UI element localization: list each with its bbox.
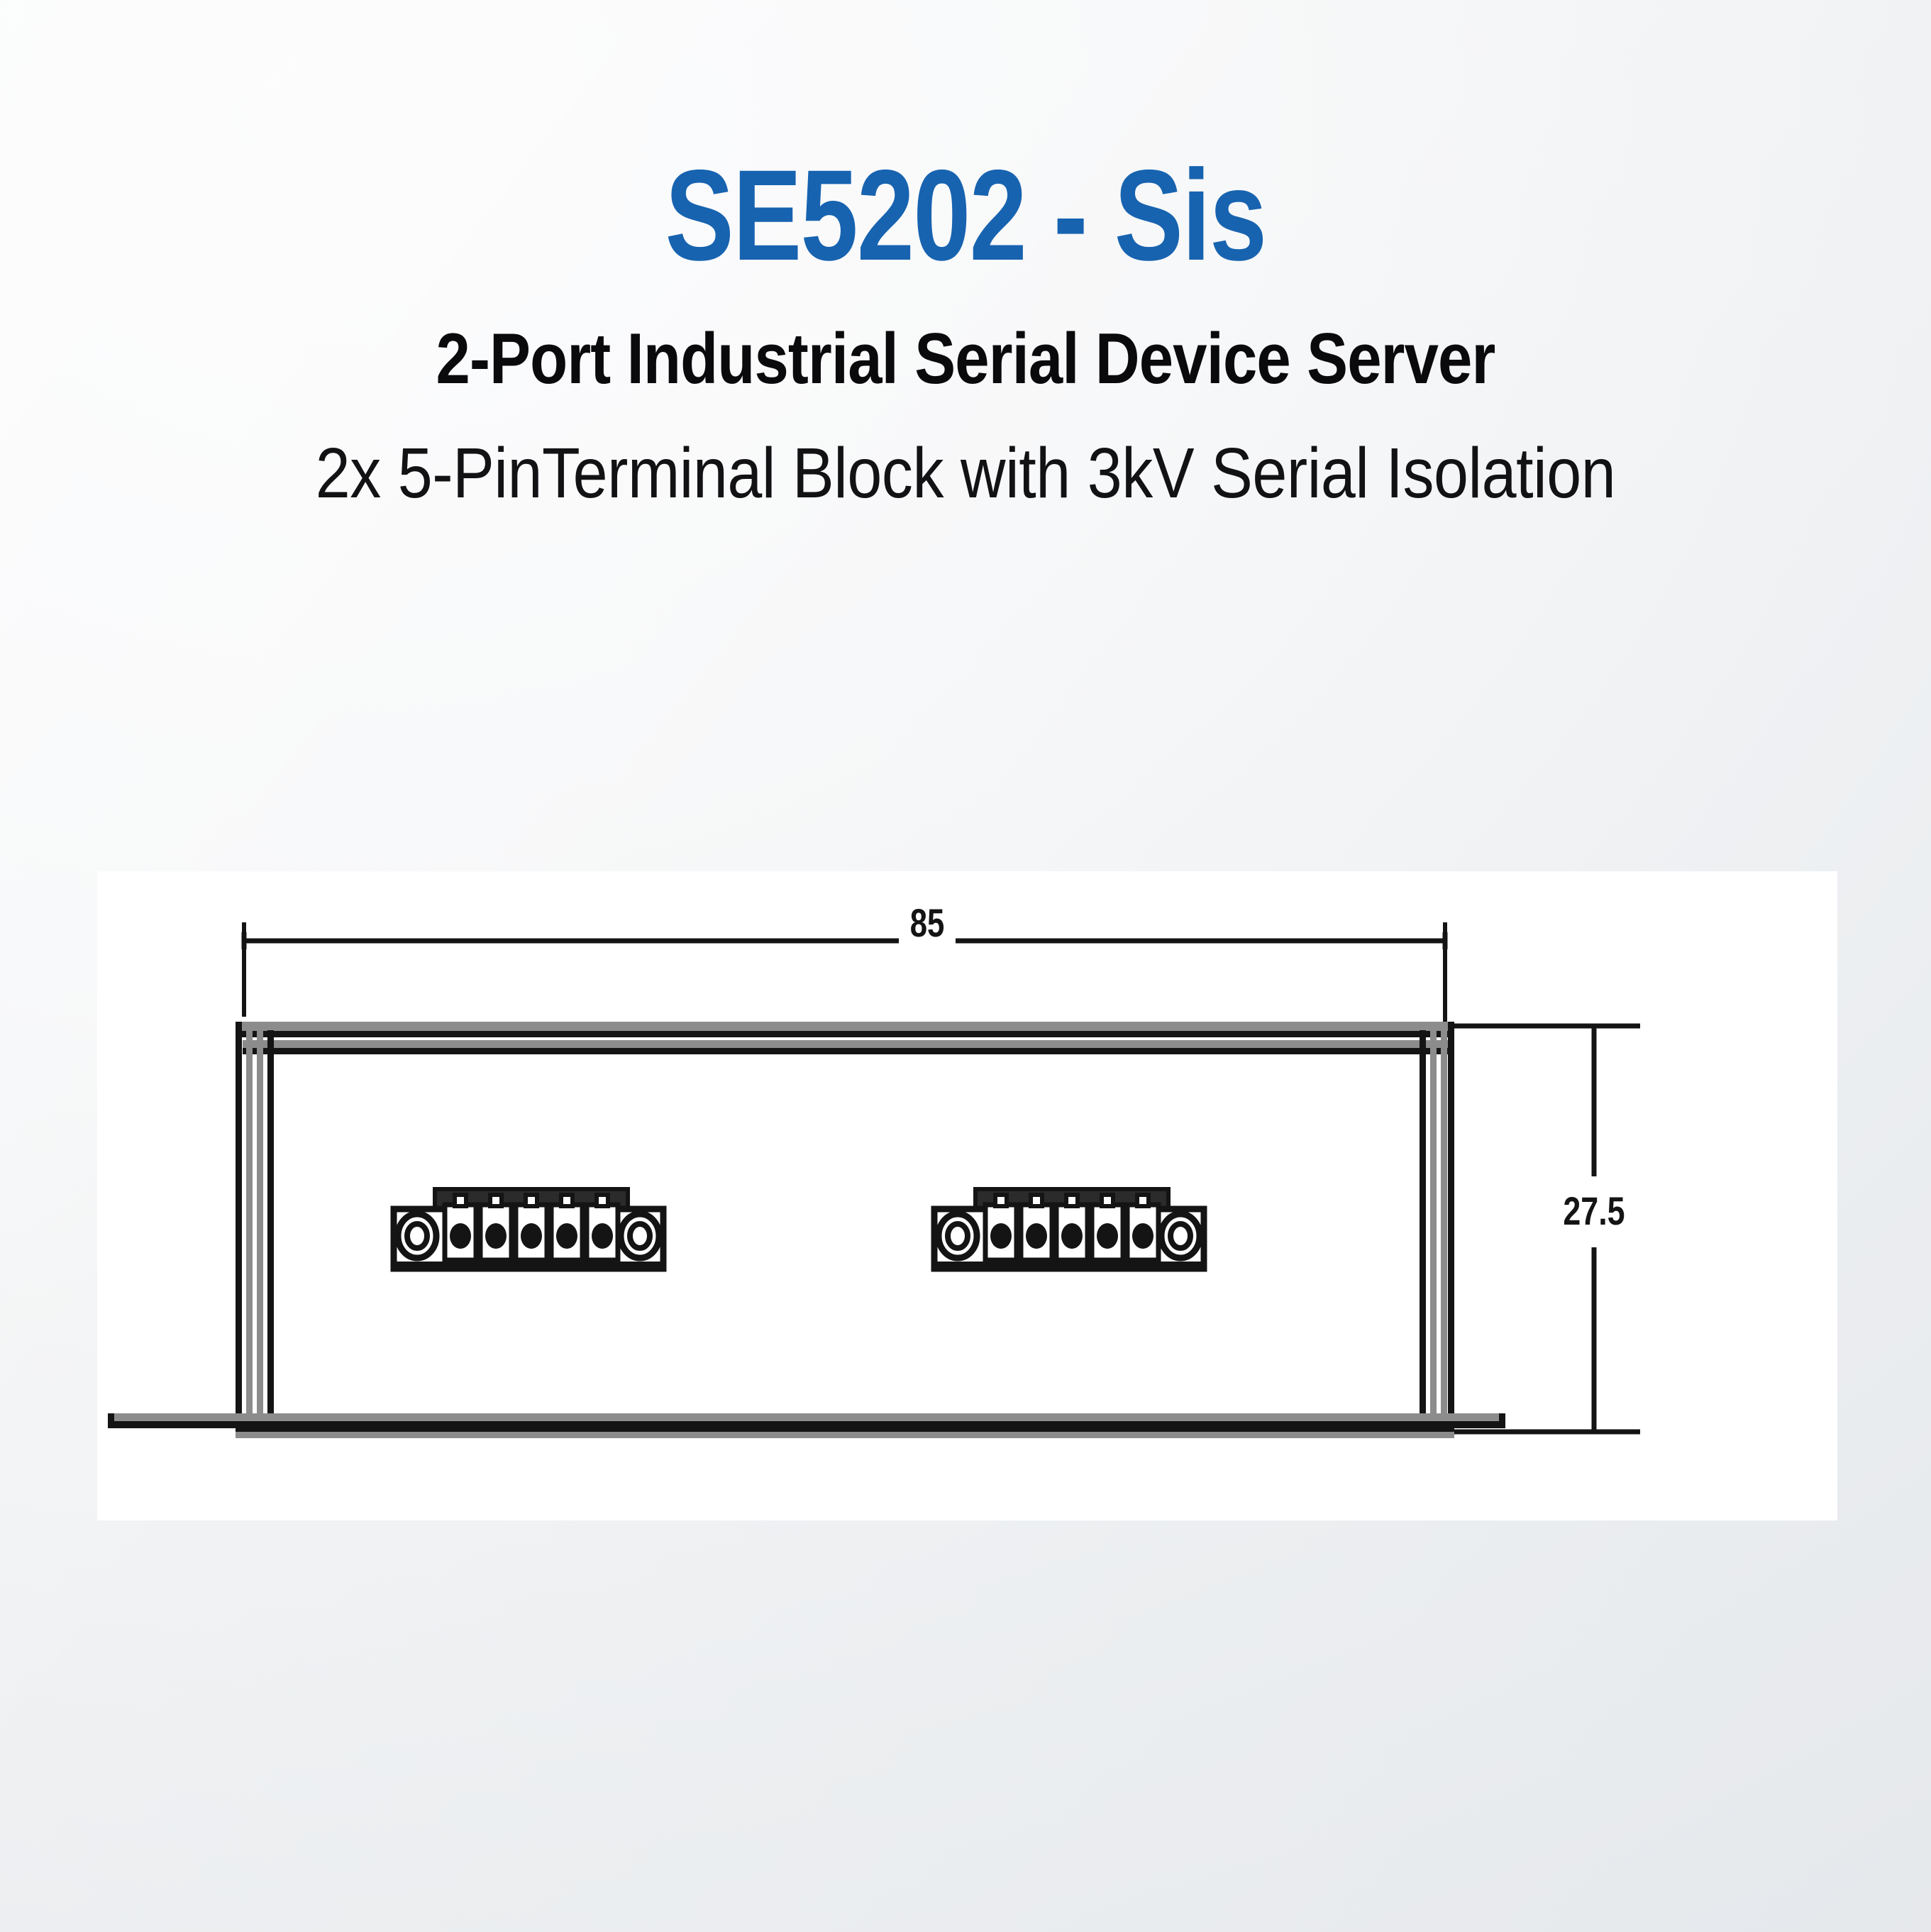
header-block: SE5202 - Sis 2-Port Industrial Serial De… [0,0,1931,509]
serial-port-2 [934,1189,1204,1270]
product-tagline: 2x 5-PinTerminal Block with 3kV Serial I… [315,434,1616,513]
product-headline: 2-Port Industrial Serial Device Server [436,319,1496,399]
dimension-height-label: 27.5 [1563,1188,1625,1233]
dimension-width: 85 [241,901,1448,1026]
page-title: SE5202 - Sis [665,143,1267,287]
chassis-outline [108,1022,1505,1438]
dimension-width-label: 85 [910,901,945,945]
serial-port-1 [394,1189,663,1270]
dimension-height: 27.5 [1445,1023,1640,1435]
connector-group [394,1189,1204,1270]
drawing-panel: 85 27.5 [97,871,1837,1520]
mechanical-drawing: 85 27.5 [108,901,1640,1438]
